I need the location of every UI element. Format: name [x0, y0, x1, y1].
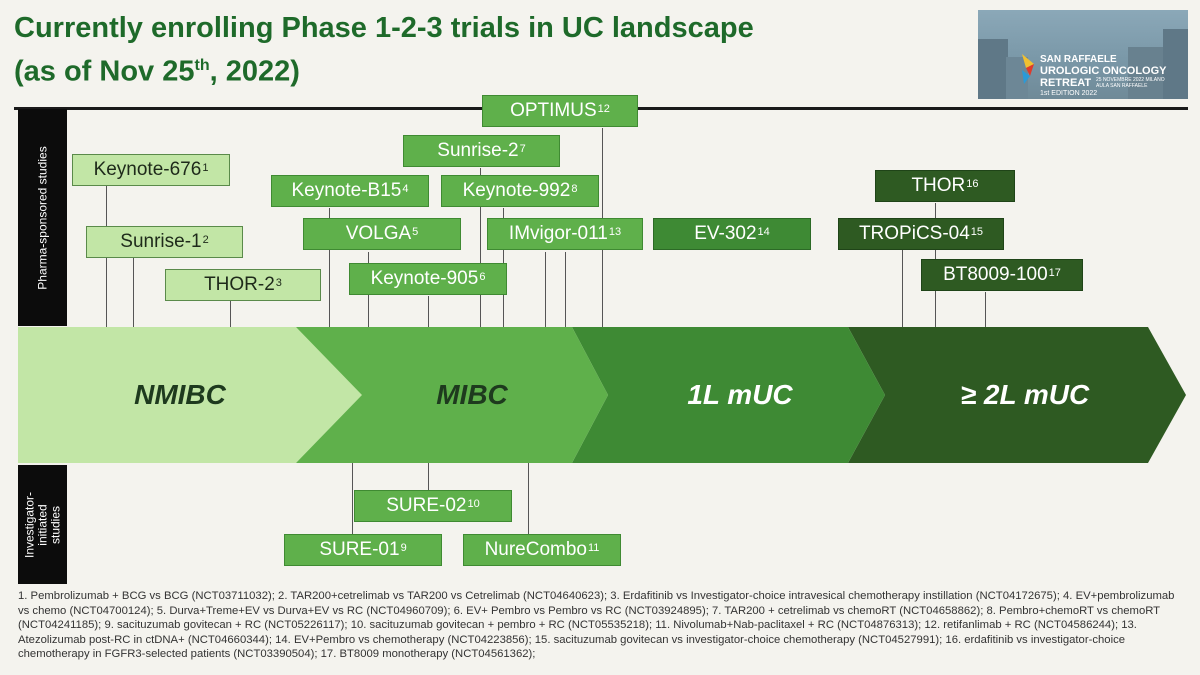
trial-name: THOR-2: [204, 274, 275, 296]
trial-ref: 17: [1049, 267, 1061, 279]
trial-name: Keynote-B15: [292, 180, 402, 202]
trial-ref: 7: [520, 143, 526, 155]
trial-name: Sunrise-1: [120, 231, 201, 253]
trial-name: NureCombo: [485, 539, 587, 561]
trial-ref: 15: [971, 226, 983, 238]
trial-ref: 8: [571, 183, 577, 195]
trial-name: THOR: [911, 175, 965, 197]
trial-name: IMvigor-011: [509, 223, 608, 245]
trial-ref: 1: [202, 162, 208, 174]
footnotes: 1. Pembrolizumab + BCG vs BCG (NCT037110…: [18, 589, 1186, 662]
trial-ref: 16: [966, 178, 978, 190]
trial-ref: 2: [203, 234, 209, 246]
stage-label-mibc: MIBC: [352, 378, 592, 412]
trial-name: Keynote-992: [463, 180, 571, 202]
trial-name: Sunrise-2: [437, 140, 518, 162]
trial-name: Keynote-676: [94, 159, 202, 181]
trial-ref: 9: [401, 542, 407, 554]
trial-name: SURE-01: [319, 539, 399, 561]
trial-ref: 5: [412, 226, 418, 238]
trial-ref: 6: [479, 271, 485, 283]
trial-name: EV-302: [694, 223, 756, 245]
trial-ref: 13: [609, 226, 621, 238]
trial-name: VOLGA: [346, 223, 411, 245]
trial-ref: 3: [276, 277, 282, 289]
trial-name: OPTIMUS: [510, 100, 597, 122]
stage-label-first-line: 1L mUC: [620, 378, 860, 412]
trial-ref: 10: [468, 498, 480, 510]
trial-ref: 4: [402, 183, 408, 195]
trial-name: SURE-02: [386, 495, 466, 517]
trial-ref: 11: [588, 542, 599, 554]
trial-ref: 12: [598, 103, 610, 115]
stage-label-nmibc: NMIBC: [60, 378, 300, 412]
trial-name: TROPiCS-04: [859, 223, 970, 245]
trial-name: Keynote-905: [371, 268, 479, 290]
trial-name: BT8009-100: [943, 264, 1048, 286]
trial-ref: 14: [758, 226, 770, 238]
stage-label-second-line: ≥ 2L mUC: [905, 378, 1145, 412]
